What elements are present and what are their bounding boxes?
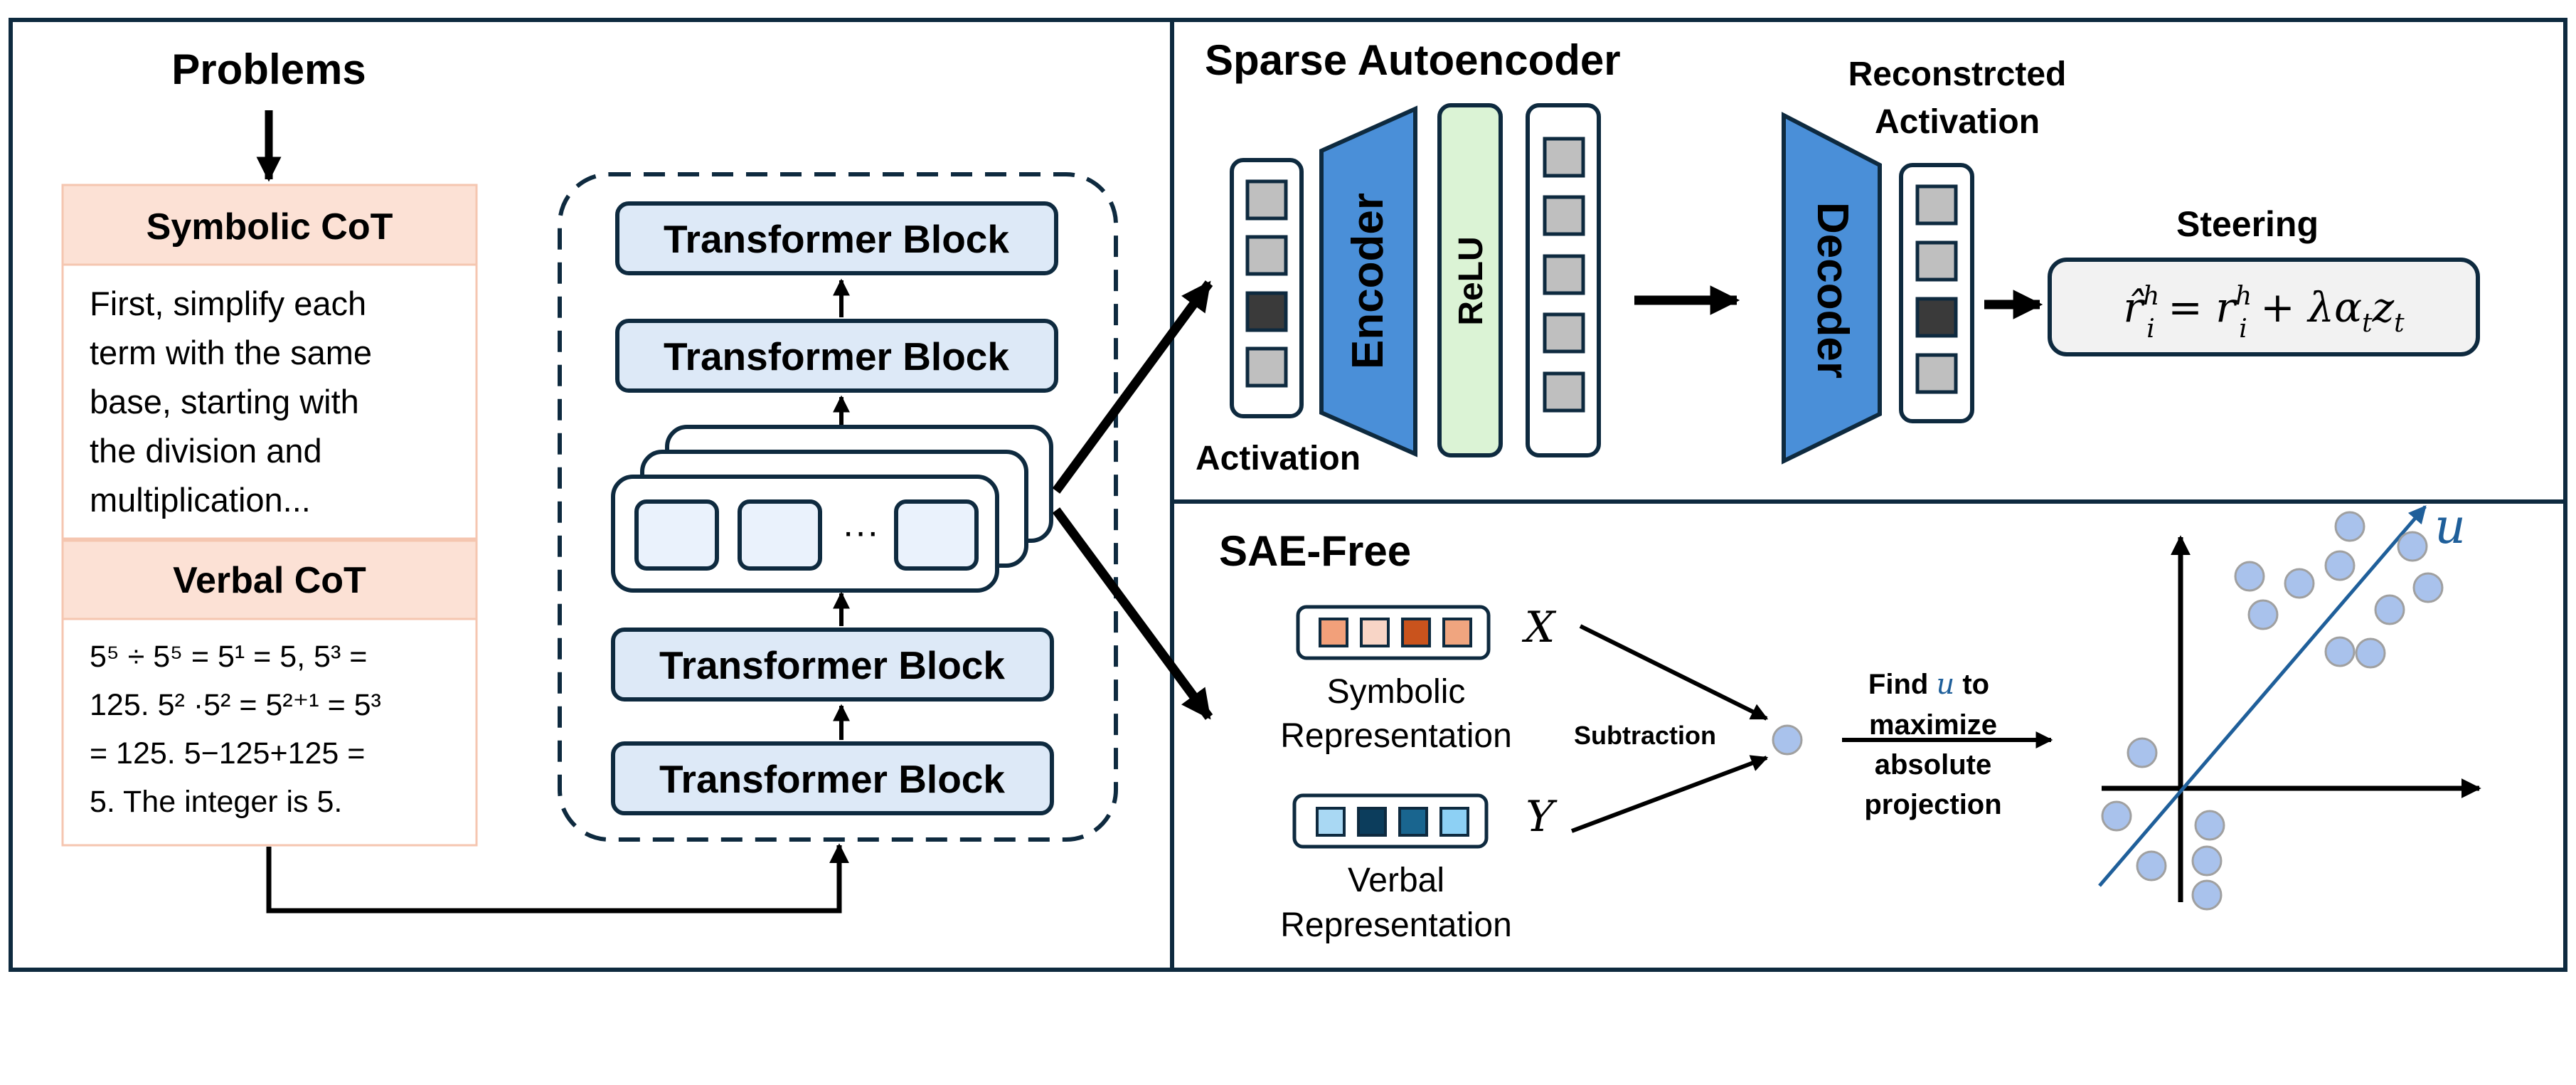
transformer-block-label: Transformer Block	[664, 334, 1009, 379]
data-point	[2127, 737, 2158, 768]
data-point	[2374, 594, 2405, 625]
y-to-diff-arrow	[1570, 755, 1769, 833]
layer-cell	[738, 499, 822, 571]
outer-frame	[9, 18, 2567, 972]
symbolic-representation-label: Symbolic	[1327, 673, 1466, 711]
verbal-representation-vector	[1292, 793, 1489, 849]
data-point	[2136, 850, 2167, 882]
data-point	[2334, 511, 2365, 542]
x-to-diff-arrow	[1579, 624, 1769, 721]
data-point	[2101, 800, 2132, 832]
activation-vector	[1230, 158, 1304, 418]
data-point	[2324, 636, 2356, 667]
relu-label: ReLU	[1452, 236, 1490, 325]
verbal-cot-line: = 125. 5−125+125 =	[90, 736, 365, 771]
vector-cell	[1439, 807, 1469, 837]
maximize-label: maximize	[1869, 709, 1997, 741]
reconstructed-vector	[1899, 163, 1974, 423]
data-point	[2247, 599, 2279, 630]
sae-panel: Sparse Autoencoder Activation Encoder Re…	[1196, 36, 2480, 477]
relu-box	[1437, 103, 1503, 457]
sae-title: Sparse Autoencoder	[1205, 36, 1621, 84]
projection-label: projection	[1864, 789, 2001, 820]
verbal-representation-label: Representation	[1280, 906, 1512, 944]
subtraction-label: Subtraction	[1574, 721, 1716, 750]
projection-plot: u	[2098, 499, 2481, 911]
absolute-label: absolute	[1875, 749, 1991, 780]
steering-formula-box	[2048, 258, 2480, 356]
data-point	[2355, 637, 2386, 669]
vector-cell	[1398, 807, 1428, 837]
transformer-block	[615, 319, 1058, 393]
verbal-cot-card: Verbal CoT 5⁵ ÷ 5⁵ = 5¹ = 5, 5³ = 125. 5…	[61, 539, 478, 847]
symbolic-cot-line: term with the same	[90, 334, 372, 371]
vector-cell	[1401, 618, 1431, 647]
layer-cell	[894, 499, 979, 571]
transformer-block	[611, 741, 1054, 815]
arrow-to-sae-free	[1052, 507, 1213, 720]
problems-label: Problems	[171, 46, 366, 93]
sae-free-panel: SAE-Free X Symbolic Representation Y Ver…	[1219, 499, 2481, 944]
data-point	[2194, 810, 2225, 841]
layer-ellipsis: ···	[842, 512, 879, 553]
verbal-cot-line: 5. The integer is 5.	[90, 785, 342, 819]
transformer-block	[611, 628, 1054, 702]
layer-stack: ···	[611, 425, 1053, 593]
input-connector-line	[266, 843, 849, 914]
encoder-trapezoid	[1319, 105, 1417, 457]
data-point	[2191, 845, 2223, 877]
data-point	[2284, 568, 2315, 599]
activation-label: Activation	[1196, 440, 1361, 477]
var-y: Y	[1526, 792, 1558, 842]
symbolic-cot-header: Symbolic CoT	[147, 206, 393, 248]
verbal-cot-line: 125. 5² ·5² = 5²⁺¹ = 5³	[90, 688, 381, 722]
reconstructed-label: Reconstrcted	[1848, 55, 2067, 93]
transformer-block-label: Transformer Block	[659, 643, 1005, 687]
symbolic-cot-line: the division and	[90, 432, 322, 470]
u-direction-label: u	[2434, 499, 2466, 555]
symbolic-representation-vector	[1296, 605, 1491, 660]
latent-vector	[1526, 103, 1601, 457]
vector-cell	[1442, 618, 1472, 647]
vector-cell	[1357, 807, 1387, 837]
transformer-block-label: Transformer Block	[659, 757, 1005, 801]
find-u-label: Find u to	[1868, 668, 1989, 701]
decoder-trapezoid	[1782, 112, 1882, 465]
encoder-label: Encoder	[1343, 193, 1393, 369]
vector-cell	[1316, 807, 1346, 837]
symbolic-cot-line: multiplication...	[90, 481, 311, 519]
vector-cell	[1319, 618, 1348, 647]
symbolic-cot-card: Symbolic CoT First, simplify each term w…	[61, 184, 478, 540]
u-direction-arrow	[2098, 505, 2427, 887]
symbolic-cot-line: base, starting with	[90, 383, 359, 420]
verbal-representation-label: Verbal	[1348, 862, 1444, 899]
sae-free-title: SAE-Free	[1219, 527, 1411, 575]
data-point	[2234, 561, 2265, 592]
difference-point	[1772, 724, 1803, 756]
data-point	[2324, 550, 2356, 581]
left-panel: Problems Symbolic CoT First, simplify ea…	[61, 46, 1213, 914]
data-point	[2397, 531, 2428, 562]
steering-label: Steering	[2176, 204, 2319, 244]
vector-cell	[1360, 618, 1390, 647]
verbal-cot-header: Verbal CoT	[173, 560, 366, 601]
data-point	[2412, 572, 2444, 603]
verbal-cot-line: 5⁵ ÷ 5⁵ = 5¹ = 5, 5³ =	[90, 640, 367, 674]
arrow-to-sae	[1052, 280, 1213, 494]
reconstructed-label: Activation	[1875, 103, 2040, 141]
transformer-block	[615, 201, 1058, 275]
transformer-stack-container	[558, 172, 1118, 842]
data-point	[2191, 879, 2223, 911]
transformer-block-label: Transformer Block	[664, 217, 1009, 261]
symbolic-representation-label: Representation	[1280, 717, 1512, 755]
var-x: X	[1522, 603, 1557, 652]
symbolic-cot-line: First, simplify each	[90, 285, 366, 322]
decoder-label: Decoder	[1808, 202, 1857, 379]
layer-cell	[634, 499, 719, 571]
